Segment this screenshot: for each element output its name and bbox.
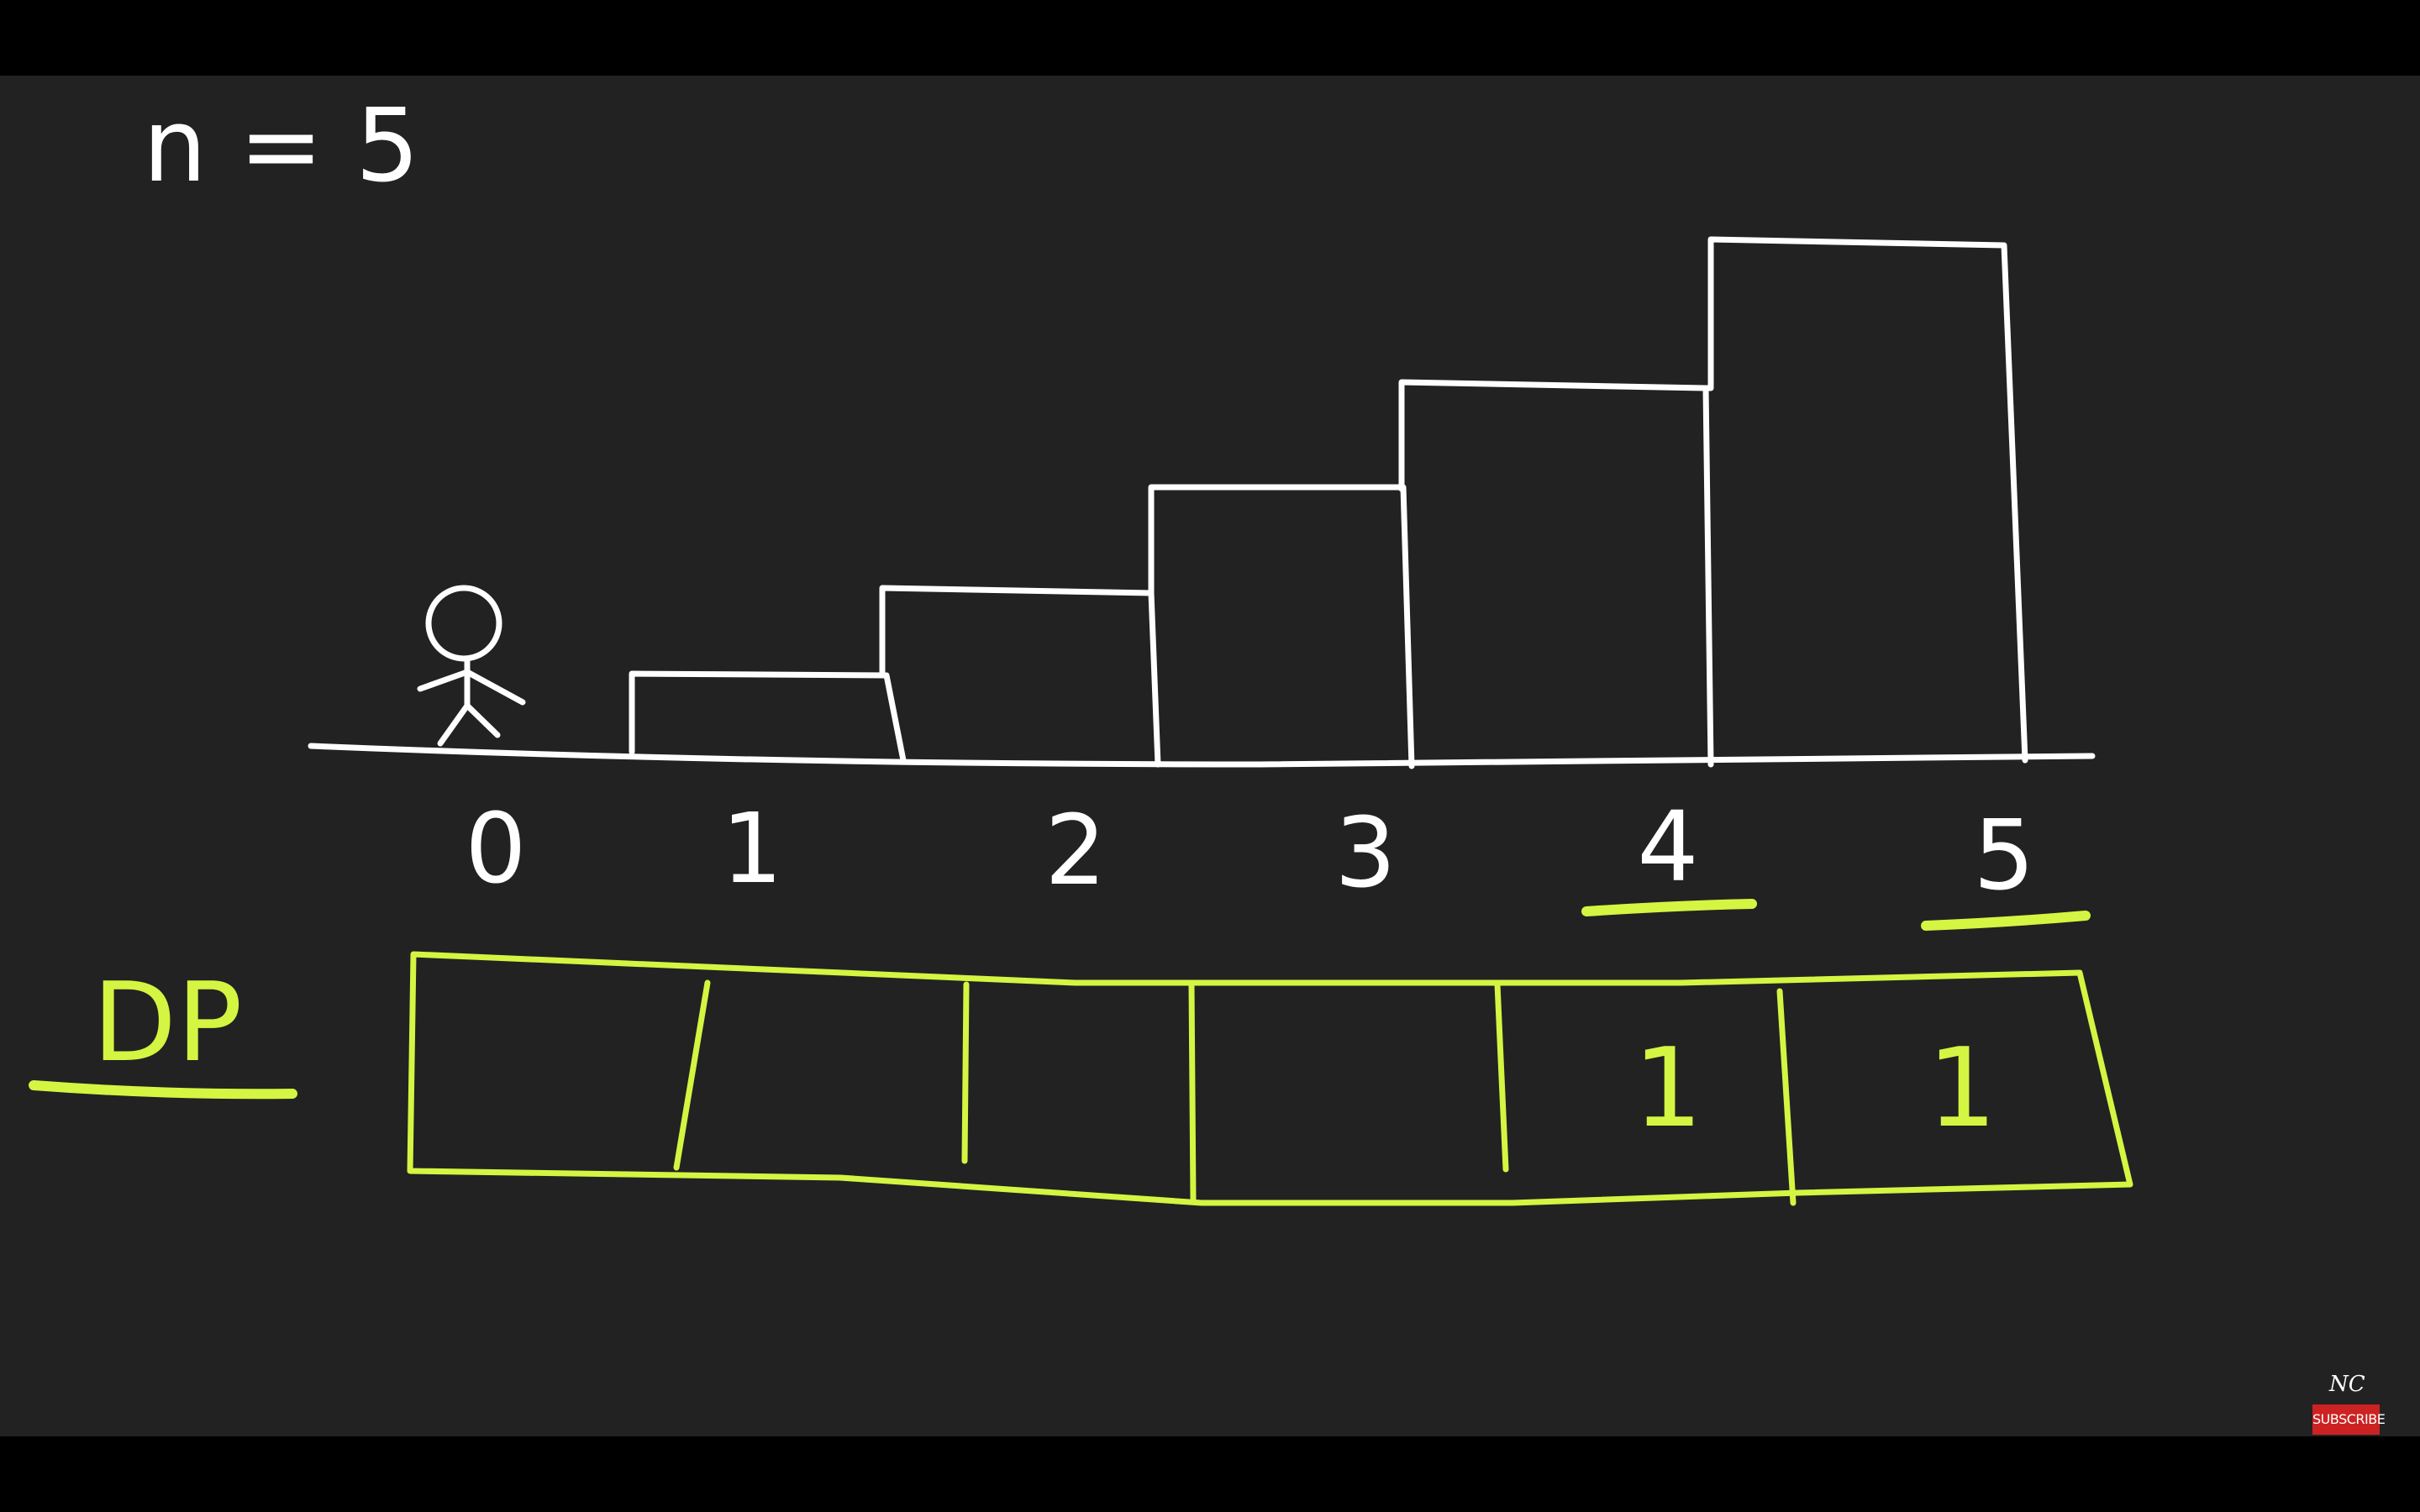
letterbox-top — [0, 0, 2420, 76]
dp-divider-5 — [1776, 988, 1797, 1206]
underline-step-4 — [1581, 899, 1757, 916]
dp-array-outline — [407, 951, 2133, 1206]
step-label-1: 1 — [721, 793, 782, 906]
channel-logo: NC — [2329, 1372, 2365, 1397]
problem-label: n = 5 — [143, 88, 419, 205]
stair-outline — [629, 236, 2028, 769]
underline-step-5 — [1921, 911, 2091, 931]
dp-cell-5: 1 — [1928, 1024, 1997, 1152]
dp-divider-2 — [961, 981, 970, 1164]
step-label-3: 3 — [1334, 797, 1396, 910]
stair-steps — [634, 242, 2013, 763]
stair-step-5 — [1711, 242, 2013, 761]
dp-divider-3 — [1188, 981, 1197, 1203]
step-labels: 0 1 2 3 4 5 — [465, 791, 2034, 912]
dp-cell-dividers — [673, 979, 1797, 1206]
letterbox-bottom — [0, 1436, 2420, 1512]
stair-step-4 — [1403, 385, 1707, 763]
stair-step-3 — [1153, 489, 1405, 762]
step-label-5: 5 — [1973, 800, 2034, 912]
subscribe-button[interactable]: SUBSCRIBE — [2312, 1404, 2386, 1435]
step-label-4: 4 — [1637, 791, 1698, 904]
ground-line — [308, 743, 2096, 768]
dp-underline — [29, 1080, 297, 1100]
dp-divider-4 — [1494, 981, 1509, 1173]
stick-figure-icon — [417, 585, 526, 747]
step-label-0: 0 — [465, 793, 526, 906]
dp-label: DP — [92, 958, 243, 1086]
dp-divider-1 — [673, 979, 711, 1171]
dp-cell-4: 1 — [1634, 1024, 1703, 1152]
dp-cells: 1 1 — [1634, 1024, 1997, 1152]
stair-step-1 — [634, 676, 886, 760]
stair-step-2 — [884, 592, 1153, 760]
step-label-2: 2 — [1044, 795, 1106, 907]
